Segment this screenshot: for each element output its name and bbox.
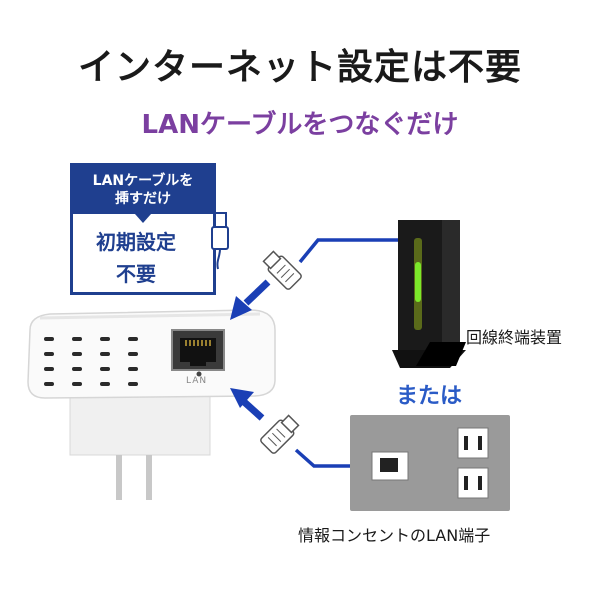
badge-notch	[135, 214, 151, 223]
setup-badge: LANケーブルを 挿すだけ 初期設定 不要	[70, 163, 216, 295]
lan-port-label: LAN	[186, 376, 208, 386]
plug-prong-left	[116, 455, 122, 500]
badge-header-line2: 挿すだけ	[115, 191, 171, 207]
page-title: インターネット設定は不要	[77, 47, 522, 88]
onu-device-icon	[392, 220, 466, 368]
page-subtitle: LANケーブルをつなぐだけ	[141, 110, 459, 140]
badge-body-line2: 不要	[116, 262, 156, 286]
or-label: または	[396, 384, 463, 409]
badge-body-line1: 初期設定	[96, 230, 176, 254]
badge-header: LANケーブルを 挿すだけ	[73, 166, 213, 214]
status-led-dot	[196, 371, 202, 377]
lan-plug-icon	[211, 212, 229, 270]
cable-to-onu	[298, 238, 400, 264]
lan-port	[171, 329, 225, 371]
plug-prong-right	[146, 455, 152, 500]
wall-outlet-icon	[350, 415, 510, 511]
repeater-device	[27, 309, 276, 500]
vent-holes	[44, 337, 138, 386]
onu-label: 回線終端装置	[466, 328, 563, 347]
outlet-label: 情報コンセントのLAN端子	[298, 526, 491, 545]
badge-header-line1: LANケーブルを	[92, 173, 194, 189]
ethernet-plug-lower-icon	[260, 414, 300, 454]
arrow-lower-icon	[230, 388, 265, 421]
ethernet-plug-upper-icon	[262, 250, 302, 290]
arrow-upper-icon	[230, 279, 271, 320]
